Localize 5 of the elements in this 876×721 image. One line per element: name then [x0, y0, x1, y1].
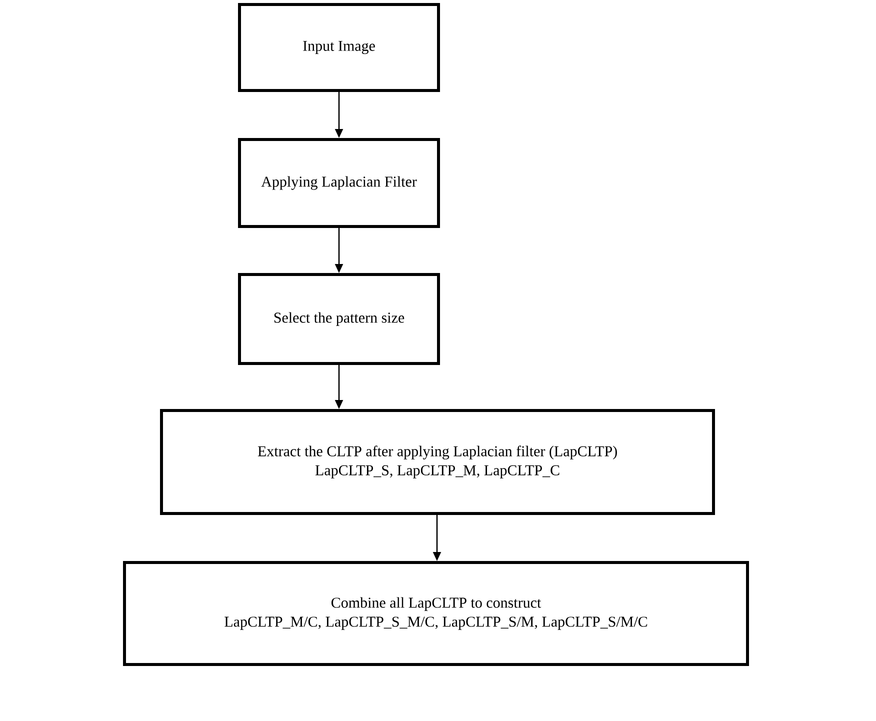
process-box: Extract the CLTP after applying Laplacian filter (LapCLTP) LapCLTP_S, LapCLTP_M, LapCLTP_C	[160, 409, 715, 515]
process-box: Applying Laplacian Filter	[238, 138, 440, 228]
process-box: Combine all LapCLTP to construct LapCLTP_M/C, LapCLTP_S_M/C, LapCLTP_S/M, LapCLTP_S/M/C	[123, 561, 749, 666]
process-box: Select the pattern size	[238, 273, 440, 365]
process-box: Input Image	[238, 3, 440, 92]
